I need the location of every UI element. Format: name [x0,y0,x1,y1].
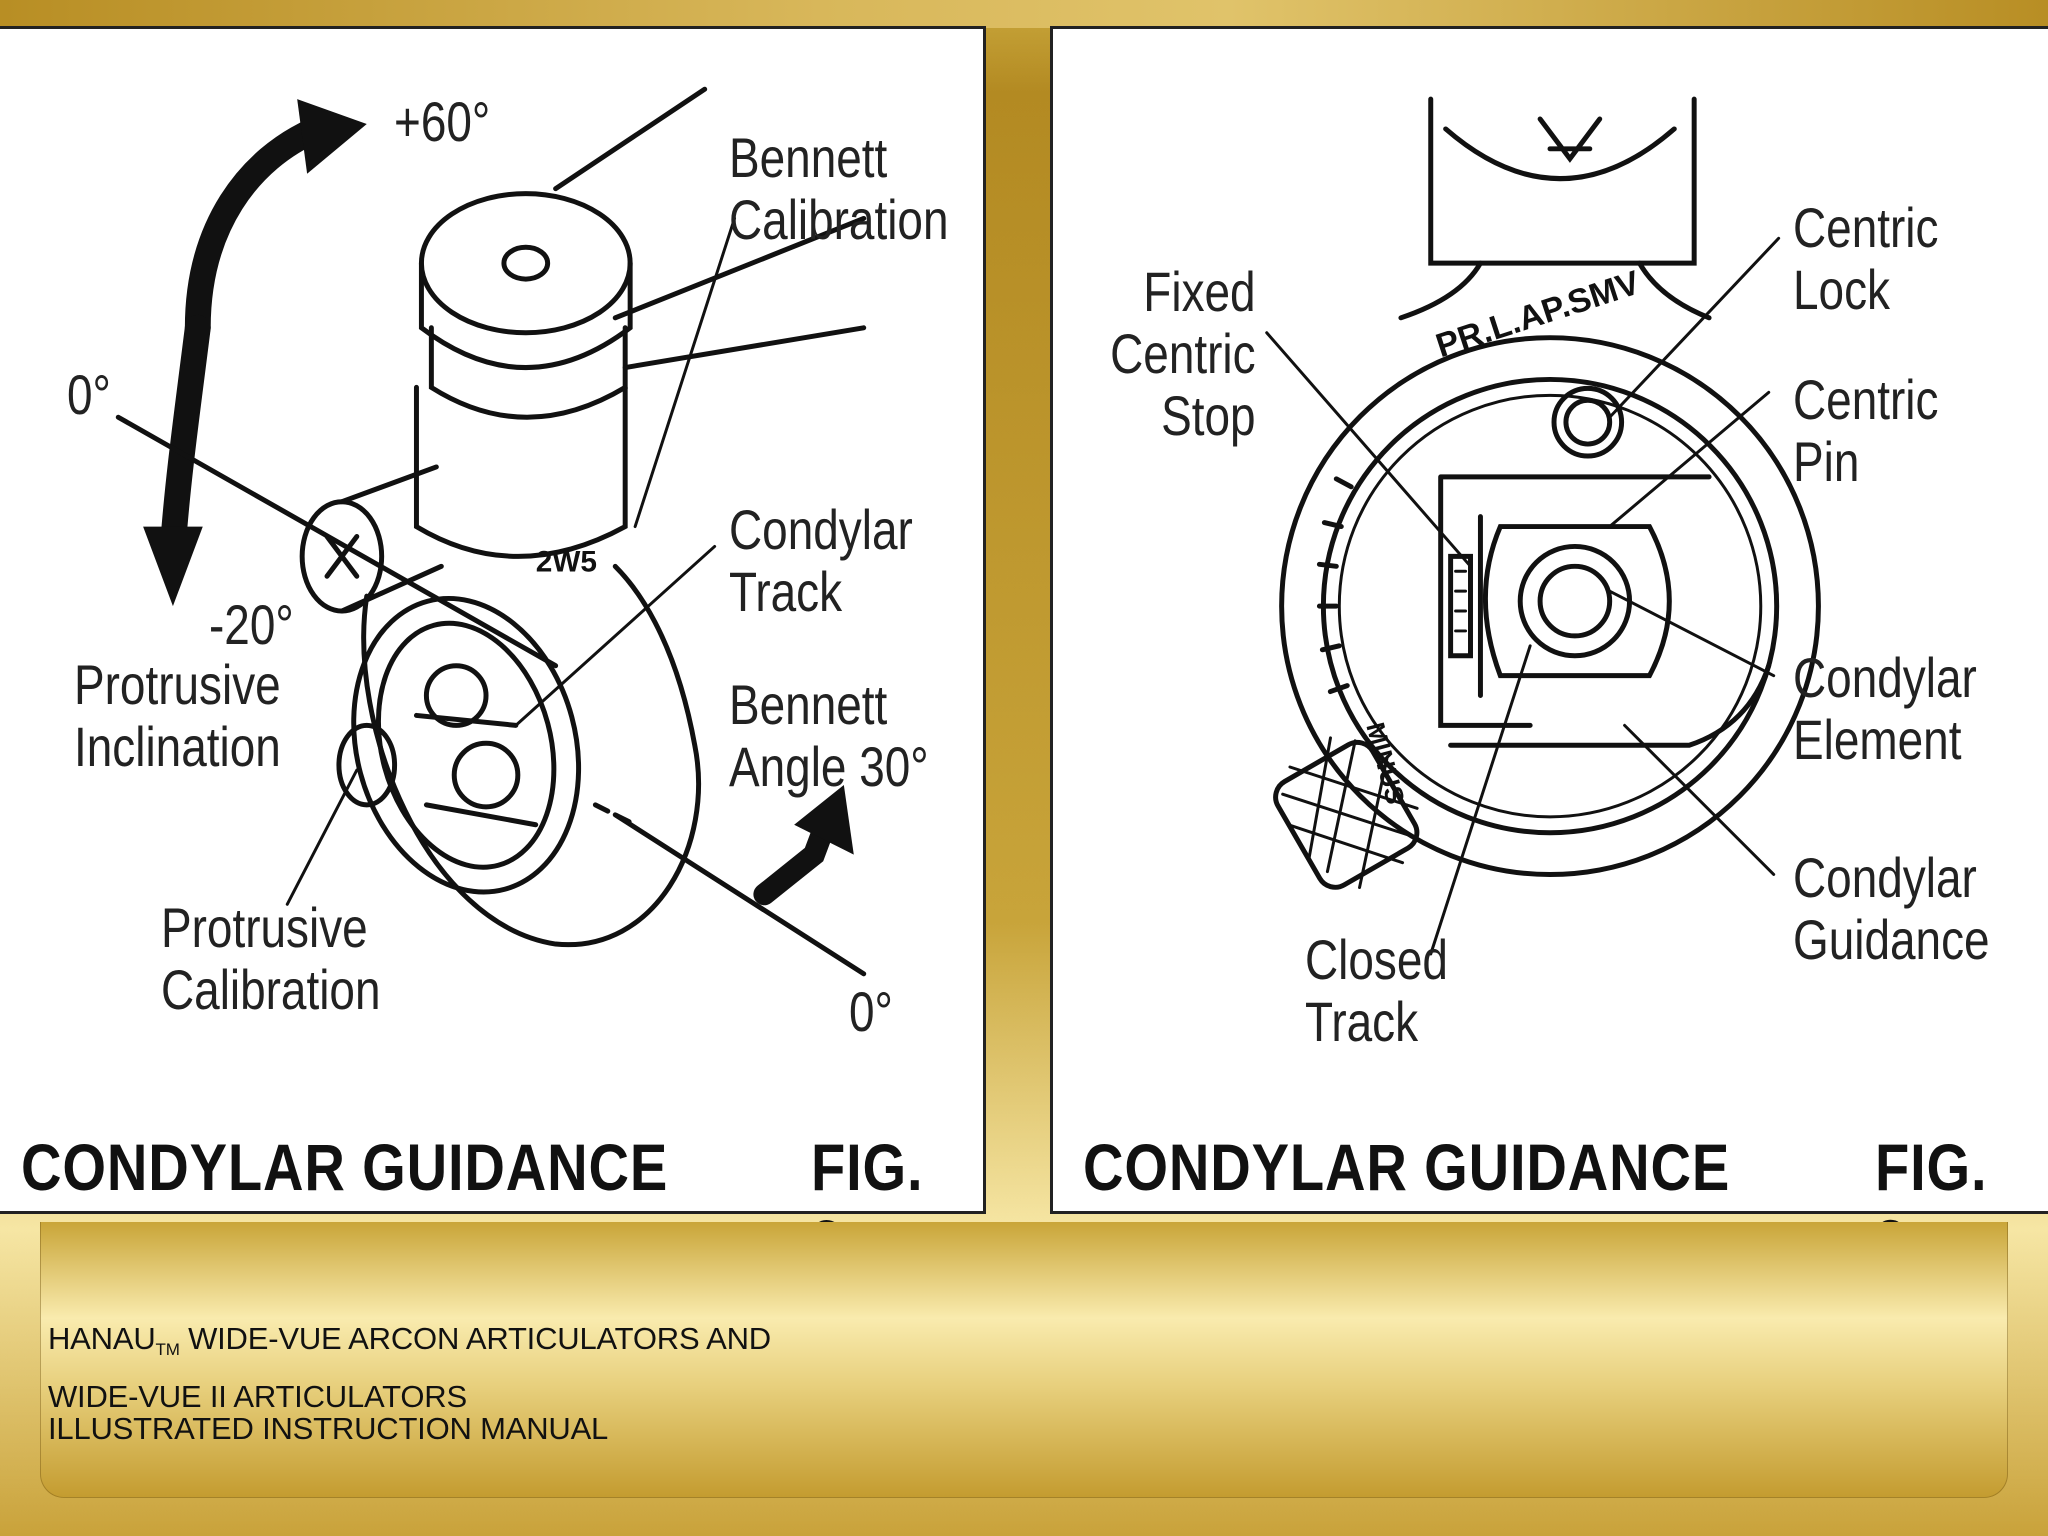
label-protrusive-inclination: Protrusive Inclination [74,653,281,778]
label-fixed-centric-stop: Fixed Centric Stop [1110,260,1256,447]
label-condylar-guidance: Condylar Guidance [1793,846,1990,971]
label-bennett-calibration: Bennett Calibration [729,126,949,251]
top-gold-strip [0,0,2048,28]
label-bennett-angle: Bennett Angle 30° [729,673,929,798]
rotation-arrow-lower [160,314,211,560]
dial-text-side: MINUS [1360,720,1409,808]
condylar-element [1517,543,1633,659]
figure-2-panel: 2W5 +60° Bennett Calibration 0° Condylar… [0,26,986,1280]
label-zero-top: 0° [67,363,111,426]
rotation-arrow-arc [184,116,330,341]
zero-reference-line-bottom [612,812,867,977]
footer-citation-box [40,1222,2008,1498]
condylar-guidance-dial-outer [1279,335,1821,877]
footer-line-3: ILLUSTRATED INSTRUCTION MANUAL [48,1411,609,1446]
zero-reference-line-top [115,414,559,669]
centric-lock [1551,385,1625,459]
bennett-knob-top [418,191,633,336]
footer-brand: HANAU [48,1321,156,1356]
label-plus-60: +60° [394,90,491,153]
label-protrusive-calibration: Protrusive Calibration [161,896,381,1021]
label-centric-pin: Centric Pin [1793,368,1939,493]
dial-text-top: PR.L.AP.SMV [1431,264,1644,366]
label-closed-track: Closed Track [1305,928,1448,1053]
figure-3-caption-title: CONDYLAR GUIDANCE [1083,1130,1731,1204]
condylar-guidance-fig3-drawing: PR.L.AP.SMV MINUS [1265,96,1821,956]
bennett-dial-markings: 2W5 [536,545,597,578]
label-condylar-track: Condylar Track [729,498,913,623]
footer-trademark: TM [155,1340,180,1359]
arrow-head-down [143,526,203,607]
condylar-track-ring [351,595,582,895]
figure-3-panel: PR.L.AP.SMV MINUS Centric Lock Fixed Cen… [1050,26,2048,1280]
footer-line-1-rest: WIDE-VUE ARCON ARTICULATORS AND [179,1321,771,1356]
label-centric-lock: Centric Lock [1793,196,1939,321]
figure-2-caption-title: CONDYLAR GUIDANCE [21,1130,669,1204]
footer-line-1: HANAUTM WIDE-VUE ARCON ARTICULATORS AND [48,1322,771,1367]
fixed-centric-stop [1448,553,1473,659]
footer-line-2: WIDE-VUE II ARTICULATORS [48,1379,467,1414]
knurled-knob [1273,739,1420,890]
label-zero-bottom: 0° [849,980,893,1043]
label-minus-20: -20° [209,593,294,656]
condylar-guidance-fig2-drawing: 2W5 [115,86,867,977]
mount-block [1428,96,1697,266]
label-condylar-element: Condylar Element [1793,646,1977,771]
arrow-head-up [297,99,367,174]
